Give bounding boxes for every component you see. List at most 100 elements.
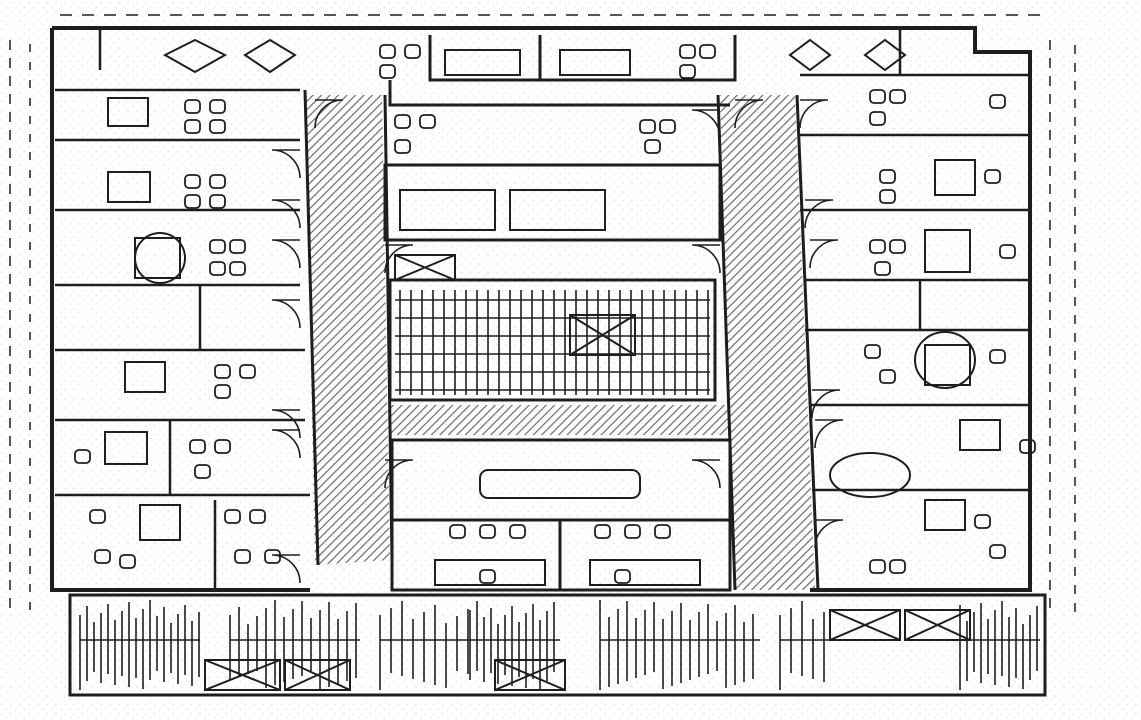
door-swing-icon: [271, 149, 301, 179]
door-swing-icon: [384, 459, 414, 489]
door-swing-icon: [799, 99, 829, 129]
door-swing-icon: [271, 299, 301, 329]
chair-icon: [379, 44, 396, 59]
desk: [934, 159, 976, 196]
chair-icon: [699, 44, 716, 59]
chair-icon: [119, 554, 136, 569]
chair-icon: [209, 174, 226, 189]
chair-icon: [184, 119, 201, 134]
chair-icon: [184, 174, 201, 189]
chair-icon: [379, 64, 396, 79]
chair-icon: [224, 509, 241, 524]
chair-icon: [209, 239, 226, 254]
desk: [559, 49, 631, 76]
chair-icon: [419, 114, 436, 129]
chair-icon: [74, 449, 91, 464]
table: [863, 38, 907, 72]
outer-walls: [50, 26, 1047, 697]
chair-icon: [94, 549, 111, 564]
stair-x-icon: [904, 609, 971, 641]
chair-icon: [209, 194, 226, 209]
chair-icon: [639, 119, 656, 134]
chair-icon: [999, 244, 1016, 259]
table: [829, 452, 911, 498]
wall-south-meeting: [390, 438, 732, 592]
door-swing-icon: [814, 419, 844, 449]
chair-icon: [89, 509, 106, 524]
chair-icon: [864, 344, 881, 359]
chair-icon: [869, 559, 886, 574]
desk: [107, 97, 149, 127]
chair-icon: [509, 524, 526, 539]
chair-icon: [984, 169, 1001, 184]
table: [243, 38, 297, 74]
wall-north-center: [388, 35, 737, 107]
desk: [924, 344, 971, 386]
chair-icon: [394, 139, 411, 154]
chair-icon: [404, 44, 421, 59]
chair-icon: [209, 99, 226, 114]
corridor-hatch-west: [305, 95, 390, 565]
wall-center-core: [388, 278, 717, 402]
chair-icon: [239, 364, 256, 379]
chair-icon: [209, 261, 226, 276]
chair-icon: [644, 139, 661, 154]
chair-icon: [879, 169, 896, 184]
door-swing-icon: [314, 99, 344, 129]
chair-icon: [889, 559, 906, 574]
desk: [924, 499, 966, 531]
chair-icon: [889, 89, 906, 104]
door-swing-icon: [811, 389, 841, 419]
chairs: [74, 44, 1036, 584]
chair-icon: [194, 464, 211, 479]
corridors: [305, 95, 815, 590]
chair-icon: [889, 239, 906, 254]
door-swing-icon: [271, 239, 301, 269]
chair-icon: [989, 94, 1006, 109]
desks: [104, 49, 1001, 586]
wall-corridor-west-a: [303, 89, 320, 566]
table: [162, 38, 228, 74]
east-partitions: [800, 30, 1030, 492]
chair-icon: [184, 194, 201, 209]
desk: [444, 49, 521, 76]
chair-icon: [974, 514, 991, 529]
chair-icon: [679, 64, 696, 79]
desk: [479, 469, 641, 499]
stair-x-icon: [494, 659, 566, 691]
desk: [104, 431, 148, 465]
wall-corridor-east-b: [795, 94, 820, 591]
door-swing-icon: [734, 99, 764, 129]
chair-icon: [869, 111, 886, 126]
desk: [589, 559, 701, 586]
chair-icon: [394, 114, 411, 129]
stair-x-icon: [394, 254, 456, 281]
table: [914, 331, 976, 389]
chair-icon: [1019, 439, 1036, 454]
corridor-hatch-east: [720, 95, 815, 590]
chair-icon: [229, 239, 246, 254]
chair-icon: [479, 524, 496, 539]
stair-x-icon: [204, 659, 281, 691]
chair-icon: [869, 89, 886, 104]
desk: [107, 171, 151, 203]
chair-icon: [989, 544, 1006, 559]
chair-icon: [184, 99, 201, 114]
desk: [124, 361, 166, 393]
west-partitions: [55, 30, 310, 590]
stair-x-icon: [569, 314, 636, 356]
chair-icon: [879, 189, 896, 204]
door-swing-icon: [809, 239, 839, 269]
south-strip-lines: [79, 290, 1040, 690]
door-swing-icon: [691, 244, 721, 274]
desk: [434, 559, 546, 586]
door-swing-icon: [691, 459, 721, 489]
desk: [924, 229, 971, 273]
chair-icon: [479, 569, 496, 584]
wall-outer: [50, 26, 1032, 592]
door-swing-icon: [691, 109, 721, 139]
desk: [399, 189, 496, 231]
chair-icon: [624, 524, 641, 539]
table: [788, 38, 832, 72]
